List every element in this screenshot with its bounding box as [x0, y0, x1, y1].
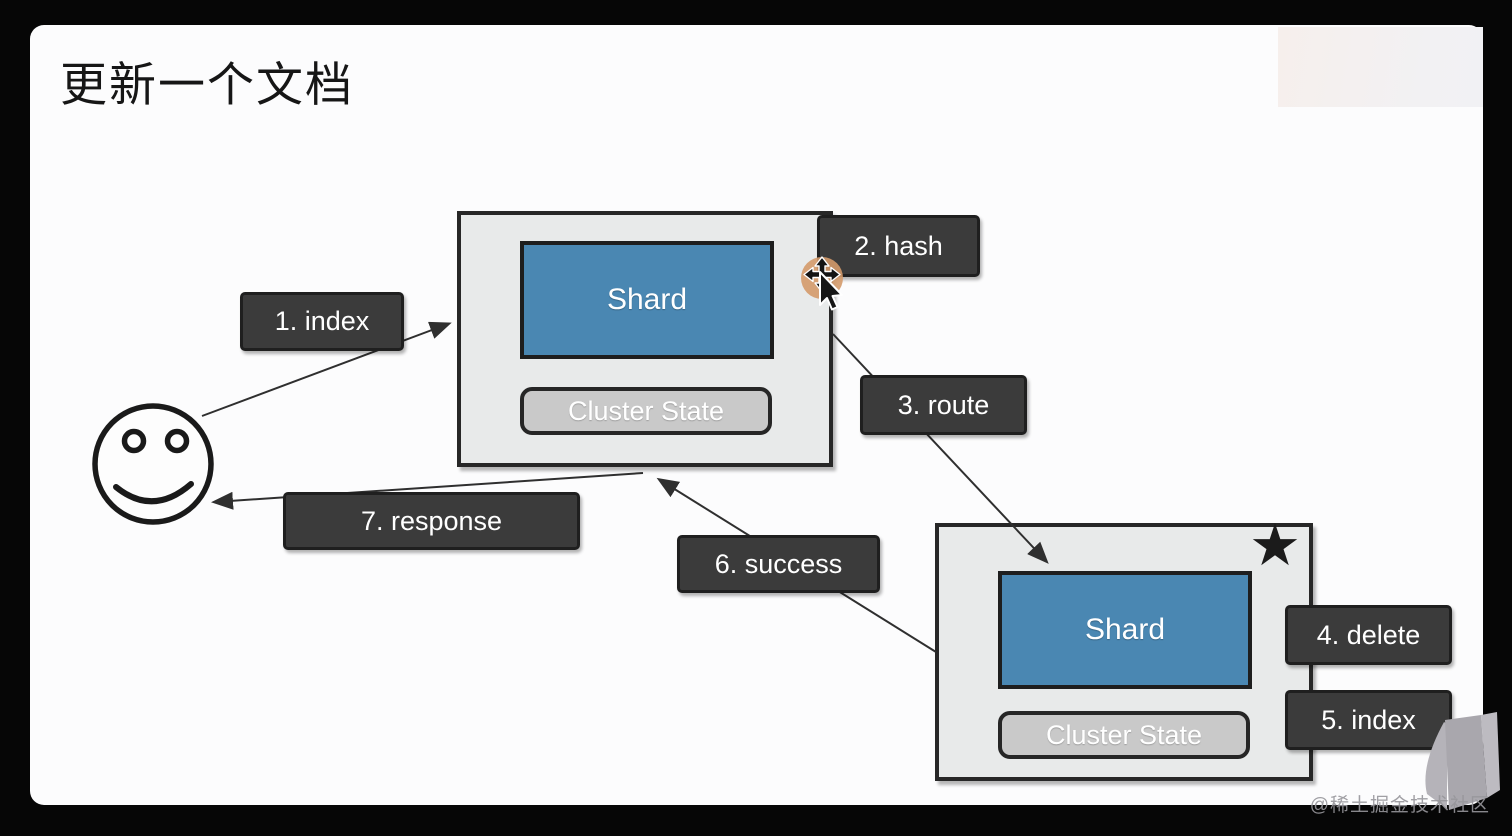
- step-label-success: 6. success: [677, 535, 880, 593]
- step-label-route: 3. route: [860, 375, 1027, 435]
- cluster-state-label: Cluster State: [1045, 719, 1203, 750]
- shard-label: Shard: [606, 283, 688, 316]
- cluster-state-box-replica: Cluster State: [998, 711, 1250, 759]
- step-label-index-5: 5. index: [1285, 690, 1452, 750]
- node-primary: Shard Cluster State: [457, 211, 833, 467]
- shard-box-replica: Shard: [998, 571, 1252, 689]
- star-icon: ★: [1249, 513, 1301, 578]
- shard-label: Shard: [1084, 613, 1166, 646]
- step-label-index: 1. index: [240, 292, 404, 351]
- node-replica: ★ Shard Cluster State: [935, 517, 1313, 781]
- watermark-text: @稀土掘金技术社区: [1309, 795, 1490, 816]
- step-label-delete: 4. delete: [1285, 605, 1452, 665]
- shard-box-primary: Shard: [520, 241, 774, 359]
- step-label-hash: 2. hash: [817, 215, 980, 277]
- page-title: 更新一个文档: [60, 58, 354, 111]
- cluster-state-box-primary: Cluster State: [520, 387, 772, 435]
- faded-logo-area: [1278, 27, 1483, 107]
- cluster-state-label: Cluster State: [567, 395, 725, 426]
- step-label-response: 7. response: [283, 492, 580, 550]
